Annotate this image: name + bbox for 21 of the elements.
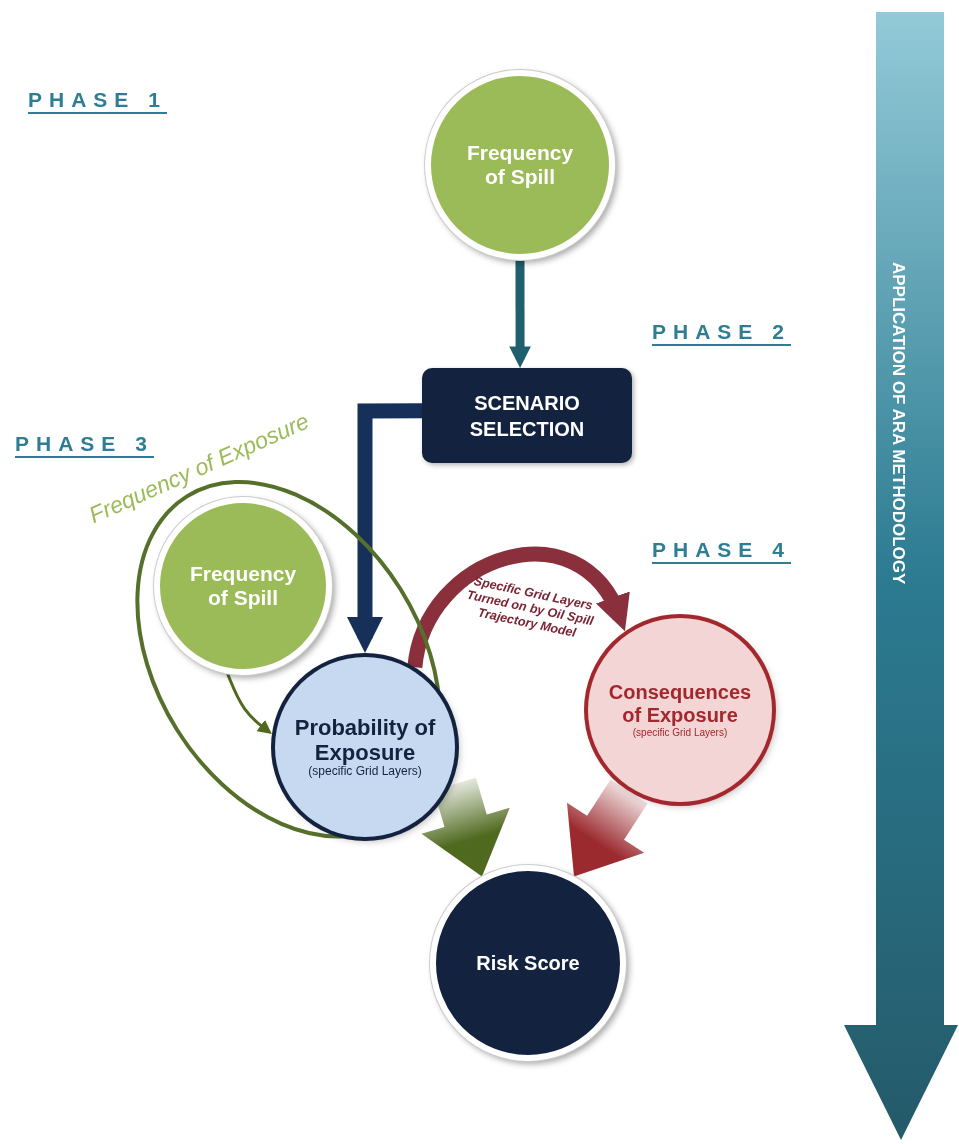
node-subtitle: (specific Grid Layers) bbox=[307, 765, 423, 780]
node-title: Probability of Exposure bbox=[293, 714, 437, 766]
phase-label: PHASE 3 bbox=[15, 432, 154, 458]
block-arrow bbox=[566, 779, 648, 877]
process-direction-arrow bbox=[843, 12, 959, 1142]
arrow bbox=[407, 546, 627, 669]
node-title: Consequences of Exposure bbox=[607, 681, 753, 728]
phase-label: PHASE 2 bbox=[652, 320, 791, 346]
node-title: Frequency of Spill bbox=[465, 140, 575, 190]
node-subtitle: (specific Grid Layers) bbox=[631, 727, 729, 739]
phase-label: PHASE 4 bbox=[652, 538, 791, 564]
node-title: Frequency of Spill bbox=[188, 561, 298, 611]
arrow bbox=[347, 403, 423, 653]
node-title: SCENARIO SELECTION bbox=[468, 390, 586, 442]
process-box bbox=[422, 368, 632, 463]
block-arrow bbox=[421, 777, 510, 877]
arrow bbox=[509, 260, 531, 368]
arrow-text: APPLICATION OF ARA METHODOLOGY bbox=[888, 262, 908, 585]
phase-label: PHASE 1 bbox=[28, 88, 167, 114]
arrow bbox=[226, 673, 272, 734]
node-title: Risk Score bbox=[475, 951, 581, 975]
